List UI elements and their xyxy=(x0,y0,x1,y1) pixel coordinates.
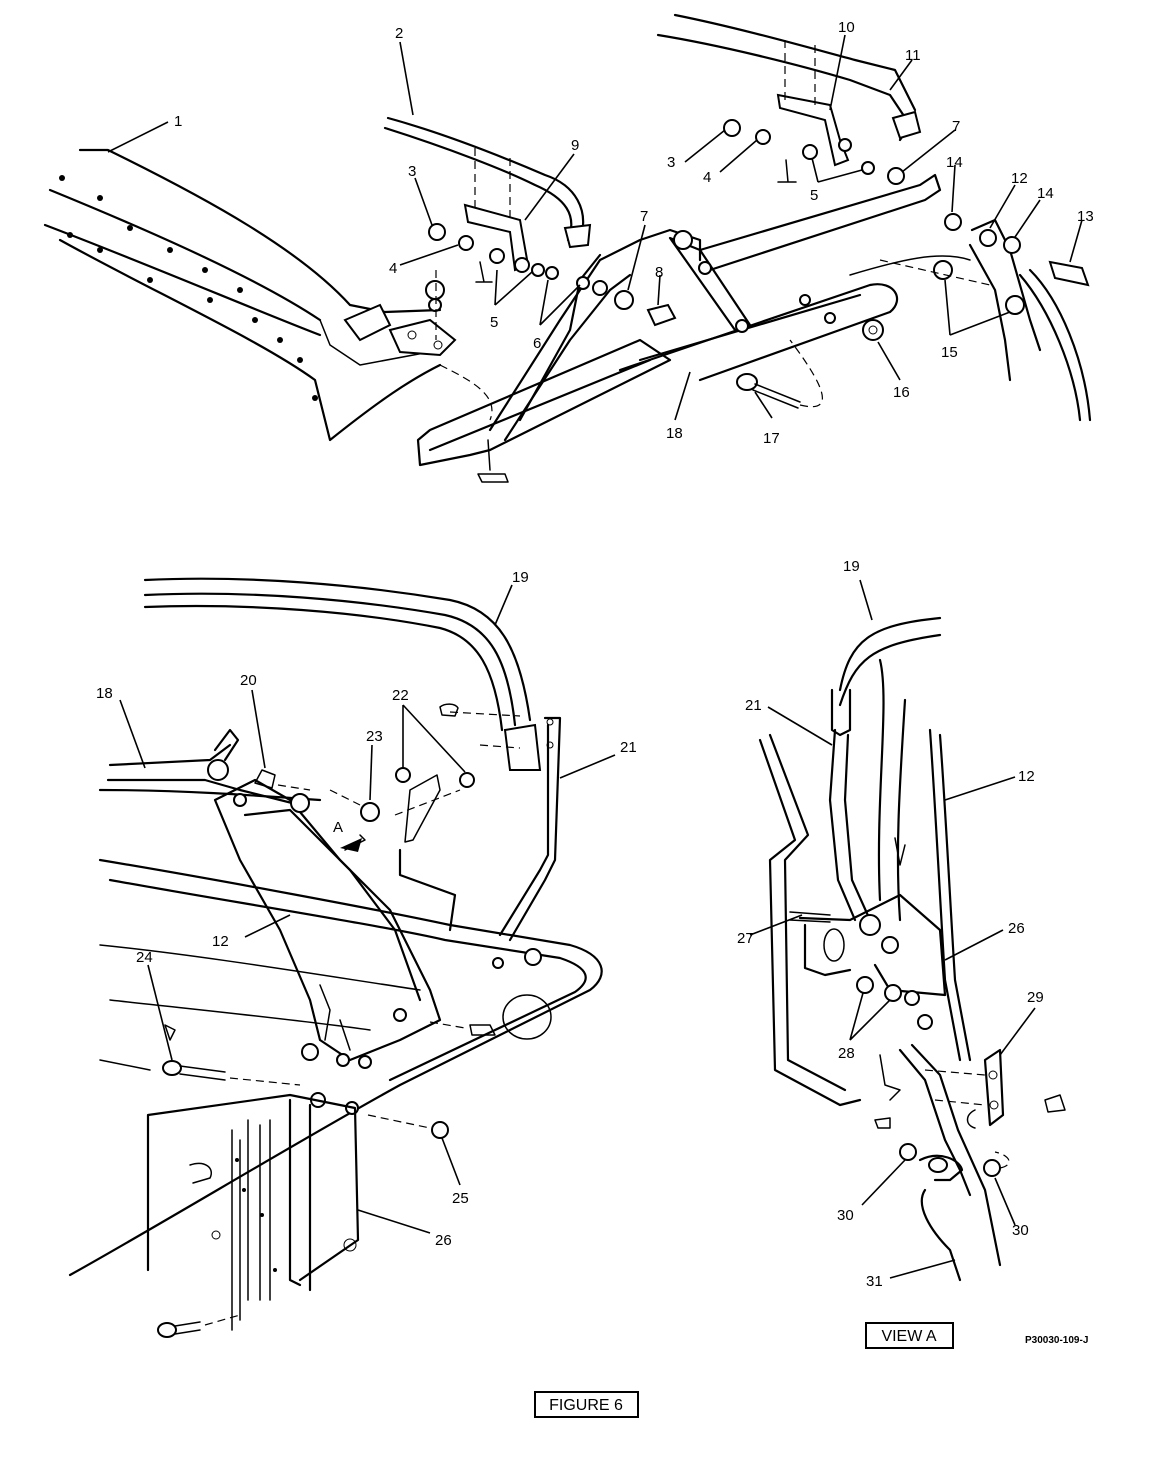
view-a-box xyxy=(865,1322,954,1349)
callout-15: 15 xyxy=(941,344,958,361)
callout-27: 27 xyxy=(737,930,754,947)
arrow-label-a: A xyxy=(333,819,343,836)
callout-16: 16 xyxy=(893,384,910,401)
roof-panel-1 xyxy=(43,148,457,442)
callout-5b: 5 xyxy=(810,187,818,204)
top-assembly xyxy=(43,13,1092,483)
drawing-code: P30030-109-J xyxy=(1025,1335,1088,1346)
callout-28: 28 xyxy=(838,1045,855,1062)
callout-26: 26 xyxy=(435,1232,452,1249)
bolt-8 xyxy=(646,303,677,327)
nut-3 xyxy=(723,119,741,137)
callout-30: 30 xyxy=(837,1207,854,1224)
callout-3: 3 xyxy=(408,163,416,180)
callout-31: 31 xyxy=(866,1273,883,1290)
bracket-10 xyxy=(776,93,850,167)
callout-17: 17 xyxy=(763,430,780,447)
callout-23: 23 xyxy=(366,728,383,745)
nut-14 xyxy=(944,213,962,231)
callout-20: 20 xyxy=(240,672,257,689)
callout-5: 5 xyxy=(490,314,498,331)
lower-left-assembly xyxy=(68,577,603,1338)
callout-26b: 26 xyxy=(1008,920,1025,937)
nut-16 xyxy=(862,319,884,341)
callout-10: 10 xyxy=(838,19,855,36)
callout-7b: 7 xyxy=(952,118,960,135)
callout-21: 21 xyxy=(620,739,637,756)
callout-6: 6 xyxy=(533,335,541,352)
figure-labels: VIEW A P30030-109-J FIGURE 6 xyxy=(534,1322,1088,1418)
callout-21b: 21 xyxy=(745,697,762,714)
callout-19b: 19 xyxy=(843,558,860,575)
callout-29: 29 xyxy=(1027,989,1044,1006)
nut-3 xyxy=(428,223,446,241)
callout-4: 4 xyxy=(389,260,397,277)
callout-11: 11 xyxy=(905,47,921,64)
callout-24: 24 xyxy=(136,949,153,966)
callout-25: 25 xyxy=(452,1190,469,1207)
callout-30b: 30 xyxy=(1012,1222,1029,1239)
callout-14: 14 xyxy=(946,154,963,171)
washer-4 xyxy=(458,235,474,251)
callout-4b: 4 xyxy=(703,169,711,186)
figure-caption-box xyxy=(534,1391,639,1418)
top-callouts xyxy=(107,34,1083,421)
callout-14b: 14 xyxy=(1037,185,1054,202)
linkage-18 xyxy=(416,173,942,483)
lower-left-callouts xyxy=(119,584,616,1234)
callout-18: 18 xyxy=(666,425,683,442)
washer-5 xyxy=(489,248,505,264)
callout-12: 12 xyxy=(1011,170,1028,187)
washer-6 xyxy=(545,266,559,280)
washer-15 xyxy=(933,260,953,280)
rail-2 xyxy=(386,116,585,242)
callout-9: 9 xyxy=(571,137,579,154)
callout-numbers: 1 2 3 4 5 6 7 8 9 10 11 3 4 5 7 14 12 14… xyxy=(96,19,1094,1290)
callout-12c: 12 xyxy=(1018,768,1035,785)
callout-1: 1 xyxy=(174,113,182,130)
nut-14 xyxy=(1003,236,1021,254)
callout-7: 7 xyxy=(640,208,648,225)
callout-8: 8 xyxy=(655,264,663,281)
nut-7 xyxy=(614,290,634,310)
callout-13: 13 xyxy=(1077,208,1094,225)
callout-12b: 12 xyxy=(212,933,229,950)
rail-11 xyxy=(656,33,912,142)
view-a-label: VIEW A xyxy=(881,1328,936,1345)
bolt-17 xyxy=(736,339,823,409)
figure-caption: FIGURE 6 xyxy=(549,1397,623,1414)
view-a-callouts xyxy=(749,579,1036,1279)
callout-22: 22 xyxy=(392,687,409,704)
callout-3b: 3 xyxy=(667,154,675,171)
callout-18b: 18 xyxy=(96,685,113,702)
callout-19: 19 xyxy=(512,569,529,586)
callout-2: 2 xyxy=(395,25,403,42)
bracket-9 xyxy=(463,203,530,272)
view-a-detail xyxy=(758,616,1066,1282)
bolt-13 xyxy=(1048,260,1090,287)
pivot-12 xyxy=(849,218,1092,422)
